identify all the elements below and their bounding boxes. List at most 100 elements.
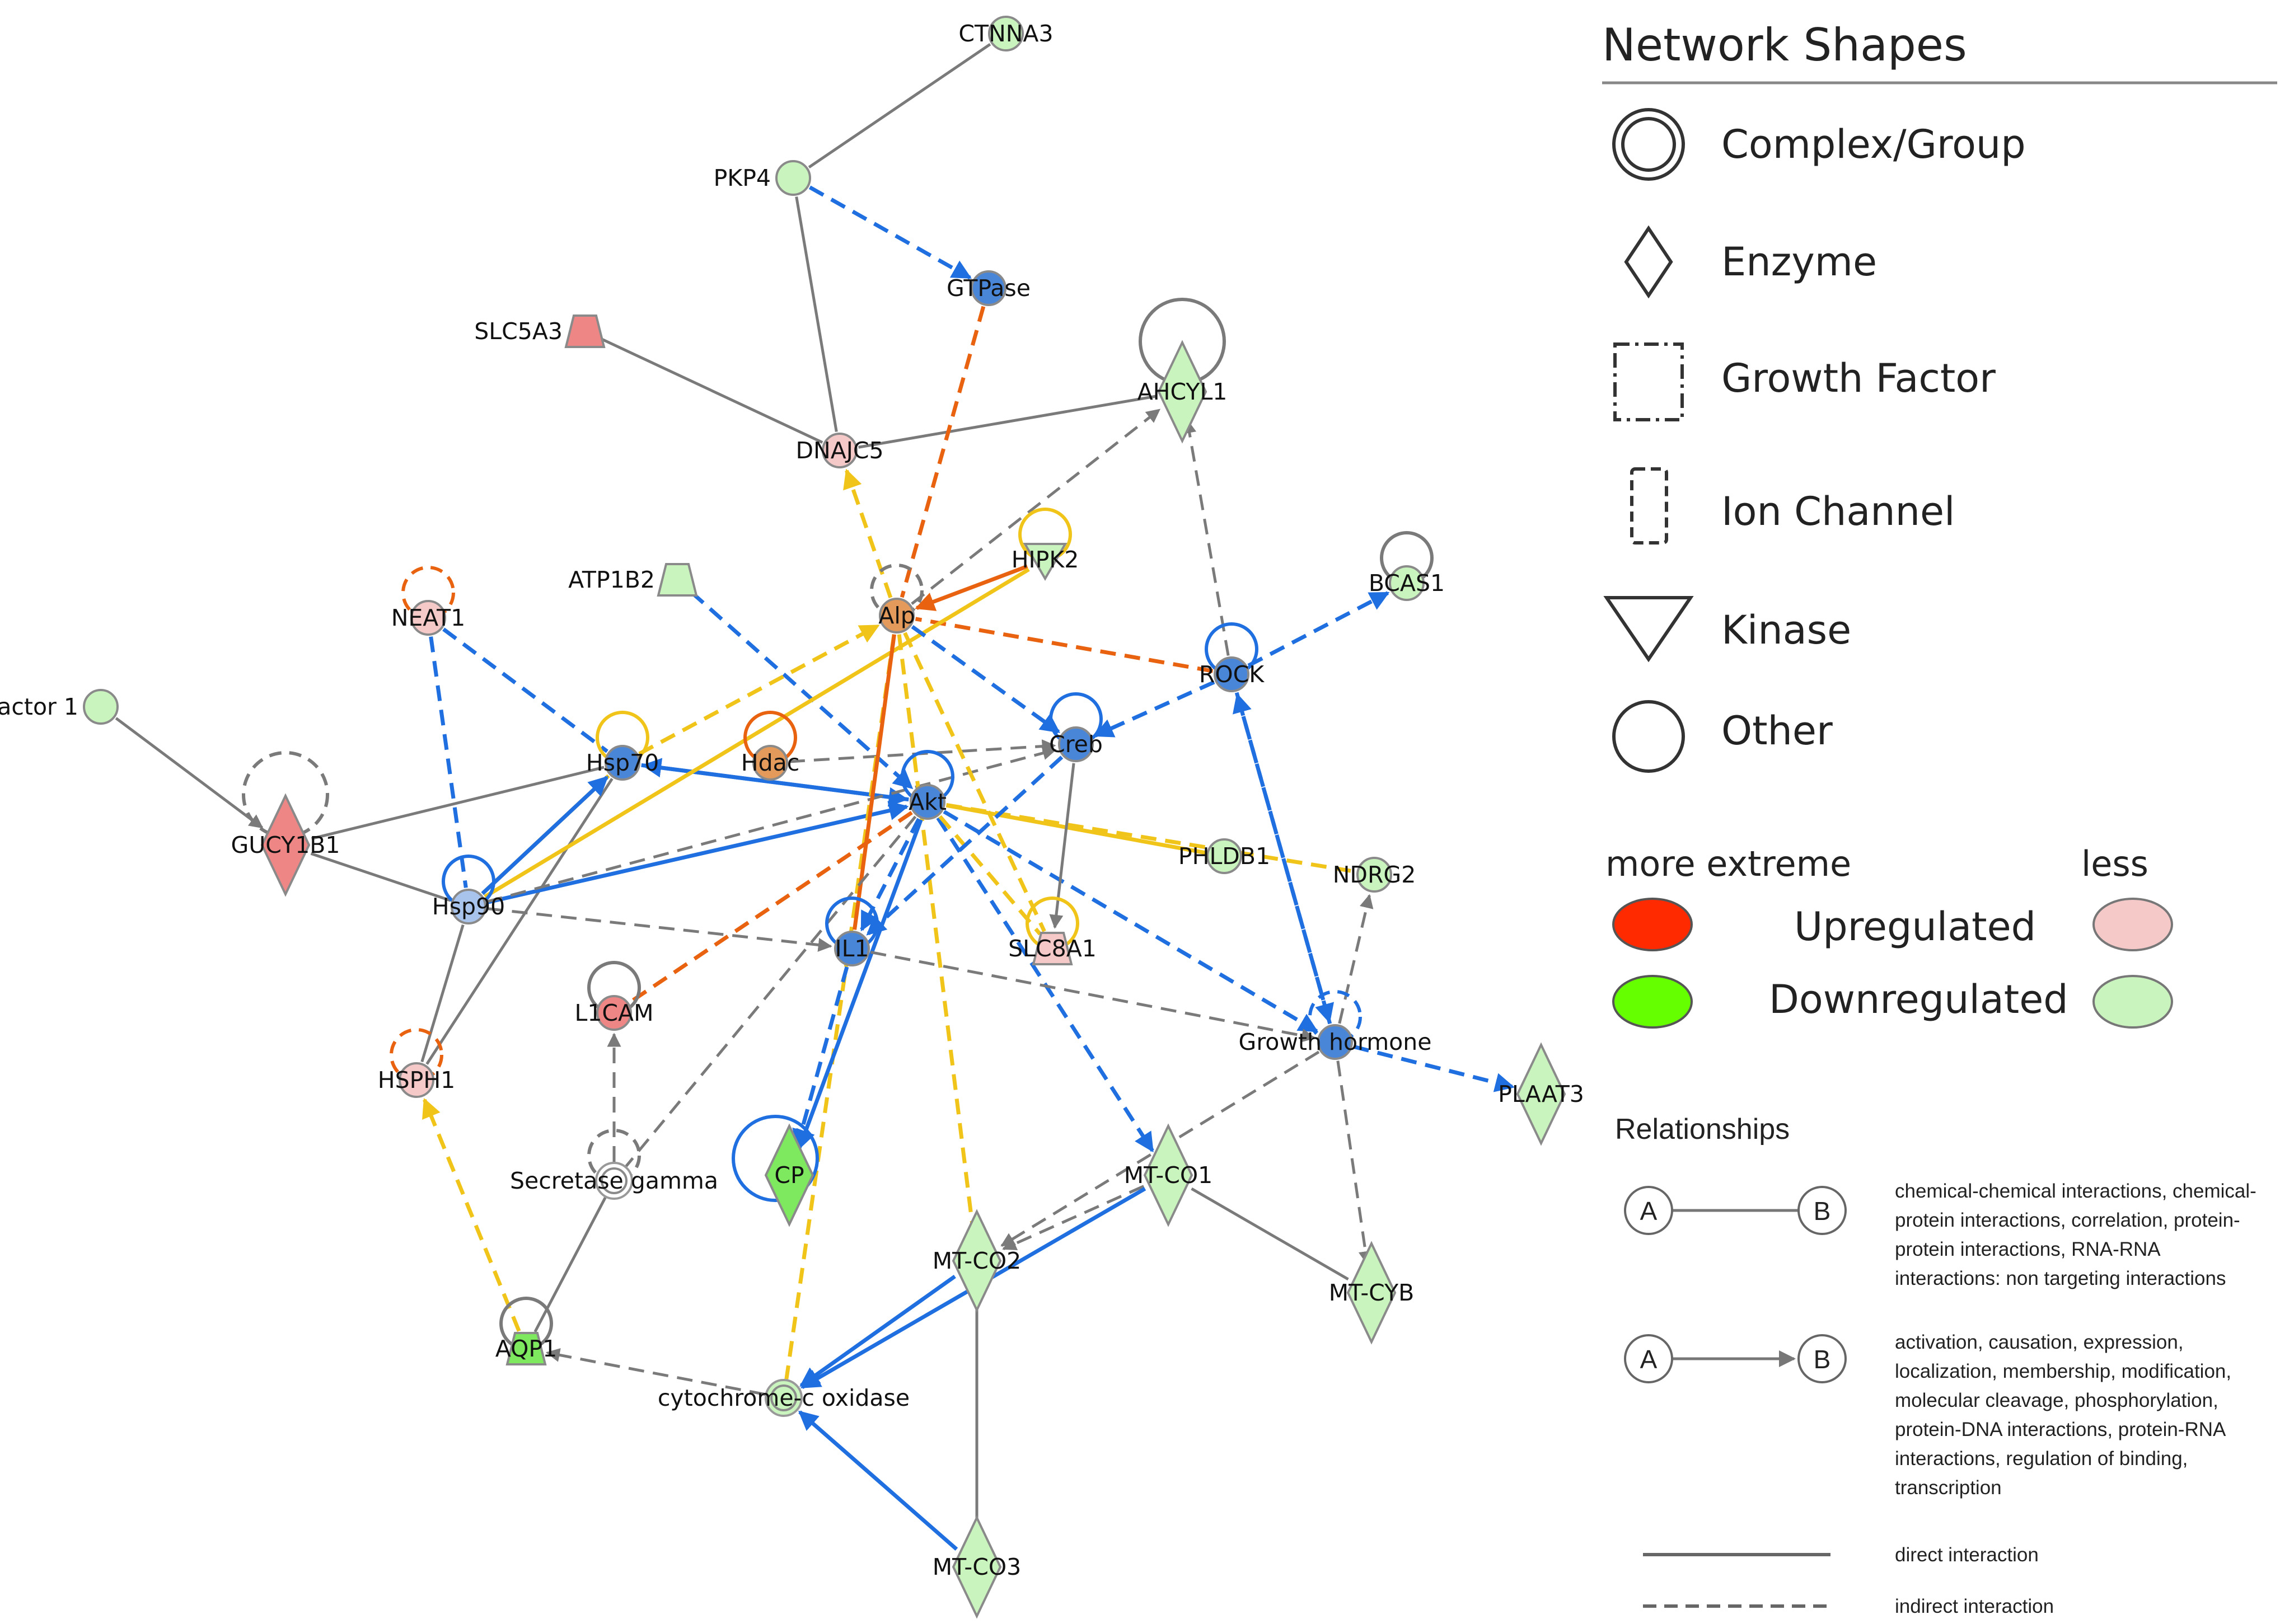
node-label: GUCY1B1 [231, 832, 340, 858]
node-shape-diamond [1157, 340, 1207, 444]
node-shape-trapezoid [657, 563, 698, 597]
svg-text:interactions, regulation of bi: interactions, regulation of binding, [1895, 1448, 2188, 1470]
edge-Alp-AHCYL1 [911, 409, 1161, 605]
node-SLC5A3: SLC5A3 [474, 315, 606, 348]
node-CCO: cytochrome-c oxidase [658, 1379, 910, 1417]
self-loop-GH [1308, 990, 1362, 1044]
edge-Akt-SG [625, 815, 917, 1167]
legend-more-extreme: more extreme [1605, 843, 1851, 884]
node-label: MT-CO3 [933, 1553, 1021, 1580]
node-PHLDB1: PHLDB1 [1178, 838, 1270, 874]
edge-Alp-SLC8A1 [903, 632, 1046, 932]
node-GUCY1B1: GUCY1B1 [231, 793, 340, 897]
node-shape-circle [399, 1062, 434, 1098]
edge-Hsp70-Alp [638, 623, 880, 756]
downregulated-strong-swatch [1612, 975, 1693, 1029]
legend-relationships-title: Relationships [1615, 1113, 1790, 1146]
node-shape-circle [1389, 565, 1425, 601]
edge-CTNNA3-PKP4 [808, 43, 991, 168]
legend-rel-undirected: A B chemical-chemical interactions, chem… [1624, 1180, 2256, 1289]
edge-Akt-Hsp70 [642, 758, 909, 802]
node-CP: CP [764, 1123, 814, 1227]
node-label: Creb [1049, 731, 1103, 758]
self-loop-CP [732, 1115, 819, 1202]
node-label: HIPK2 [1012, 546, 1079, 573]
svg-text:protein interactions, correlat: protein interactions, correlation, prote… [1895, 1209, 2240, 1231]
node-shape-circle [822, 433, 858, 468]
edge-GUCY1B1-Hsp90 [310, 852, 451, 902]
node-shape-circle [971, 270, 1006, 306]
node-PLAAT3: PLAAT3 [1498, 1042, 1584, 1146]
node-label: PLAAT3 [1498, 1081, 1584, 1107]
edge-HIPK2-Alp [915, 564, 1028, 611]
edge-IL1-GH [870, 951, 1316, 1043]
svg-text:activation, causation, express: activation, causation, expression, [1895, 1331, 2184, 1353]
node-MTCO1: MT-CO1 [1124, 1123, 1212, 1227]
node-shape-circle [83, 689, 119, 725]
edge-ROCK-AHCYL1 [1182, 419, 1230, 656]
node-label: SLC5A3 [474, 318, 563, 345]
node-label: Hsp90 [432, 893, 505, 920]
self-loop-Alp [870, 564, 924, 617]
edge-Akt-CP [796, 819, 923, 1150]
legend-shape-label: Kinase [1721, 607, 1851, 653]
node-SG: Secretase gamma [510, 1162, 718, 1200]
node-shape-triangle [1023, 543, 1068, 581]
node-label: GTPase [947, 275, 1031, 302]
node-label: NDRG2 [1333, 861, 1416, 888]
node-GTPase: GTPase [947, 270, 1031, 306]
node-AQP1: AQP1 [495, 1332, 557, 1365]
node-label: Akt [909, 788, 947, 815]
other-icon [1612, 700, 1685, 773]
legend-downregulated: Downregulated [1769, 977, 2068, 1022]
edge-Hsp90-Hsp70 [481, 776, 608, 895]
edge-Hsp90-IL1 [487, 907, 832, 952]
node-NF1: Nuclear factor 1 [0, 689, 119, 725]
edge-GH-NDRG2 [1338, 894, 1374, 1024]
node-GH: Growth hormone [1239, 1024, 1431, 1060]
node-label: CTNNA3 [958, 20, 1053, 47]
node-shape-circle [879, 598, 915, 633]
edges-layer [115, 43, 1515, 1551]
svg-text:molecular cleavage, phosphoryl: molecular cleavage, phosphorylation, [1895, 1390, 2218, 1411]
legend-direct: direct interaction [1895, 1544, 2039, 1566]
node-shape-circle [1214, 656, 1249, 692]
edge-PKP4-GTPase [808, 185, 972, 280]
node-label: MT-CO2 [933, 1247, 1021, 1274]
legend-shape-label: Complex/Group [1721, 121, 2026, 167]
node-label: ROCK [1199, 661, 1265, 688]
node-ROCK: ROCK [1199, 656, 1265, 692]
node-HSPH1: HSPH1 [378, 1062, 456, 1098]
node-shape-diamond [1143, 1123, 1193, 1227]
self-loop-NEAT1 [401, 566, 455, 619]
legend-rel-directed: A B activation, causation, expression, l… [1624, 1331, 2231, 1499]
node-label: PKP4 [714, 165, 771, 191]
edge-Alp-DNAJC5 [843, 468, 893, 599]
legend-shape-growth-factor: Growth Factor [1613, 342, 1996, 421]
node-label: AHCYL1 [1137, 378, 1228, 405]
node-shape-trapezoid [564, 315, 606, 348]
node-label: Nuclear factor 1 [0, 693, 78, 720]
svg-text:A: A [1640, 1345, 1658, 1374]
svg-text:B: B [1814, 1345, 1831, 1374]
node-shape-diamond [1346, 1241, 1397, 1345]
legend-network-shapes-title: Network Shapes [1602, 19, 1967, 71]
edge-SG-AQP1 [533, 1196, 607, 1333]
node-SLC8A1: SLC8A1 [1008, 932, 1097, 965]
svg-text:protein-DNA interactions, prot: protein-DNA interactions, protein-RNA [1895, 1419, 2226, 1440]
node-label: MT-CO1 [1124, 1162, 1212, 1189]
node-Hsp90: Hsp90 [432, 889, 505, 924]
node-shape-circle [775, 160, 811, 196]
node-label: AQP1 [495, 1335, 557, 1362]
edge-Creb-IL1 [866, 755, 1064, 936]
node-a-icon [1624, 1186, 1673, 1235]
svg-text:chemical-chemical interactions: chemical-chemical interactions, chemical… [1895, 1180, 2256, 1202]
svg-text:B: B [1814, 1196, 1831, 1226]
edge-Akt-NDRG2 [945, 803, 1356, 874]
node-b-icon [1797, 1186, 1847, 1235]
svg-text:protein interactions, RNA-RNA: protein interactions, RNA-RNA [1895, 1238, 2161, 1260]
node-DNAJC5: DNAJC5 [795, 433, 884, 468]
node-label: HSPH1 [378, 1067, 456, 1093]
legend-shape-label: Other [1721, 708, 1833, 754]
node-AHCYL1: AHCYL1 [1137, 340, 1228, 444]
